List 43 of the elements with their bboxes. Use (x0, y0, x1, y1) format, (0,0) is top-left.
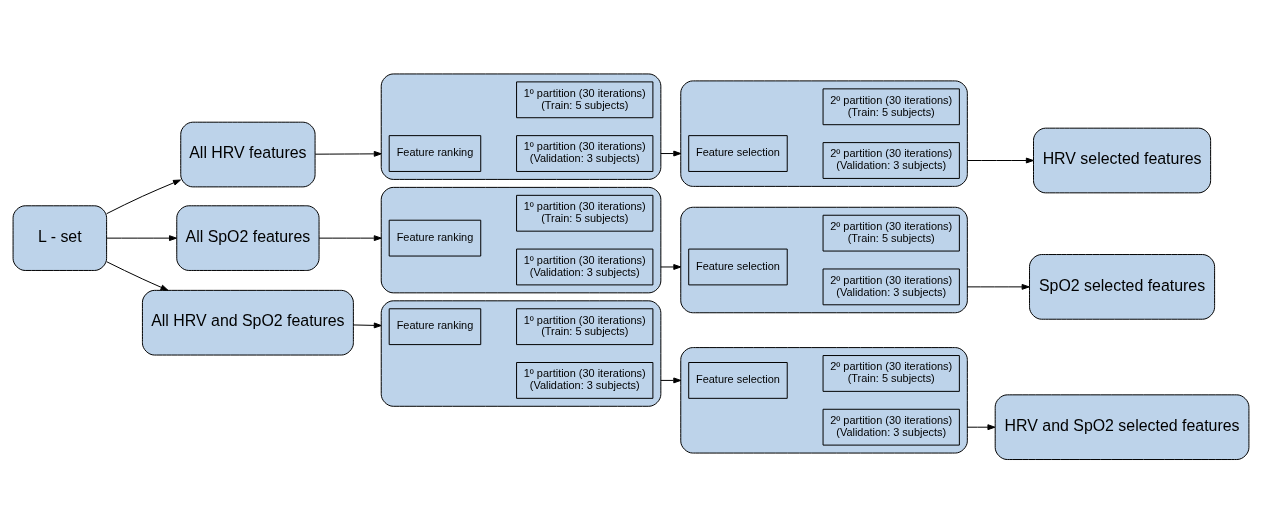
node-box: 2º partition (30 iterations) (Train: 5 subjects) (822, 88, 960, 126)
arrow (106, 179, 181, 215)
cluster (380, 186, 662, 294)
node-box: Feature selection (688, 248, 788, 286)
node-box: 2º partition (30 iterations) (Validation: 3 subjects) (822, 142, 960, 179)
node-box: 1º partition (30 iterations) (Validation: 3 subjects) (516, 248, 654, 286)
arrow (660, 264, 682, 270)
arrow (106, 261, 169, 291)
arrow (966, 157, 1034, 164)
arrow (966, 424, 996, 431)
cluster (680, 347, 968, 454)
cluster (380, 300, 662, 407)
arrow (318, 235, 382, 242)
node-box: 1º partition (30 iterations) (Train: 5 subjects) (516, 194, 654, 232)
node-box: Feature ranking (388, 135, 482, 172)
node-box: 1º partition (30 iterations) (Validation: 3 subjects) (516, 135, 654, 172)
arrow (314, 150, 382, 157)
node-box: HRV and SpO2 selected features (994, 394, 1250, 461)
node-box: Feature ranking (388, 219, 482, 257)
node-box: All HRV and SpO2 features (141, 289, 354, 356)
node-box: 1º partition (30 iterations) (Train: 5 subjects) (516, 308, 654, 346)
node-box: 2º partition (30 iterations) (Train: 5 subjects) (822, 355, 960, 392)
node-box: L - set (12, 205, 108, 271)
node-box: Feature selection (688, 362, 788, 399)
cluster (380, 73, 662, 180)
node-box: SpO2 selected features (1029, 254, 1216, 320)
node-box: 1º partition (30 iterations) (Validation: 3 subjects) (516, 362, 654, 399)
node-box: 1º partition (30 iterations) (Train: 5 subjects) (516, 81, 654, 119)
arrow (660, 150, 682, 157)
arrow (966, 283, 1030, 290)
node-box: 2º partition (30 iterations) (Validation: 3 subjects) (822, 268, 960, 306)
node-box: Feature ranking (388, 308, 482, 346)
node-box: Feature selection (688, 135, 788, 172)
node-box: All SpO2 features (176, 205, 320, 271)
arrow (660, 377, 682, 384)
node-box: 2º partition (30 iterations) (Validation: 3 subjects) (822, 408, 960, 446)
arrow (353, 322, 382, 329)
node-box: 2º partition (30 iterations) (Train: 5 subjects) (822, 214, 960, 252)
arrow (106, 235, 177, 242)
cluster (680, 80, 968, 187)
node-box: All HRV features (180, 121, 316, 188)
cluster (680, 206, 968, 314)
node-box: HRV selected features (1033, 127, 1212, 194)
